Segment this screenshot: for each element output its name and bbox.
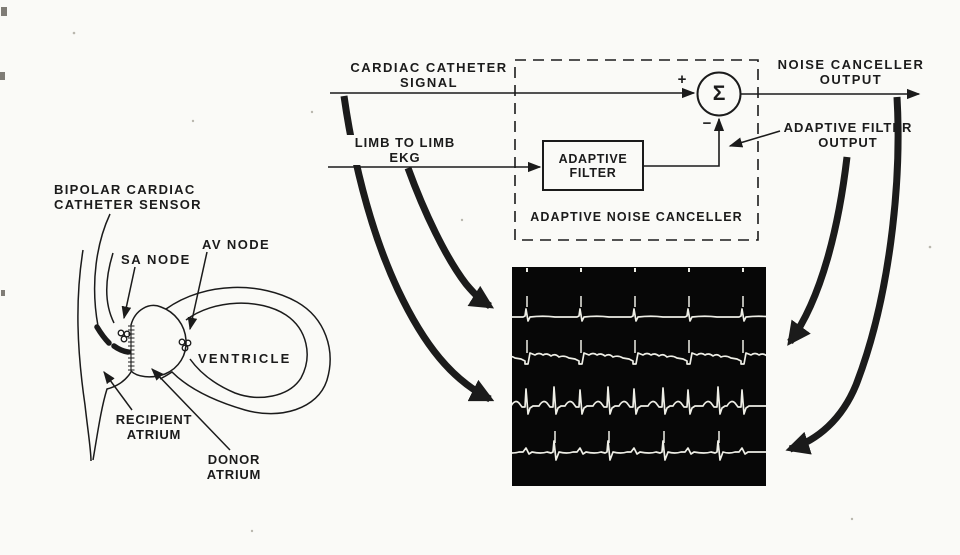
summer-minus-sign: − [702, 115, 712, 132]
summing-junction-circle [696, 71, 742, 117]
sa-node-leader-arrow [121, 266, 136, 320]
noise-canceller-output-label: NOISE CANCELLER OUTPUT [777, 57, 925, 87]
arrow-ekg-to-trace1 [404, 166, 495, 309]
oscilloscope [512, 267, 766, 486]
av-node-leader-arrow [187, 251, 208, 331]
adaptive-filter-output-label: ADAPTIVE FILTER OUTPUT [783, 120, 913, 150]
catheter-lead-line [93, 213, 111, 327]
atrium-lower-vessel-line [92, 371, 132, 461]
suture-line [128, 324, 135, 372]
arrow-canceller-output-to-trace4 [785, 96, 902, 455]
recipient-atrium-label: RECIPIENT ATRIUM [115, 412, 193, 442]
donor-atrium-label: DONOR ATRIUM [206, 452, 262, 482]
anc-enclosure-box [514, 59, 759, 241]
filter-output-pointer-arrow [728, 130, 781, 148]
recipient-atrium-leader-arrow [103, 370, 133, 411]
limb-to-limb-ekg-label: LIMB TO LIMB EKG [346, 135, 464, 165]
cardiac-catheter-signal-label: CARDIAC CATHETER SIGNAL [350, 60, 508, 90]
bipolar-catheter-sensor-label: BIPOLAR CARDIAC CATHETER SENSOR [54, 182, 202, 212]
signal-routing-arrows [340, 95, 902, 455]
summer-plus-sign: + [677, 71, 687, 88]
donor-atrium-leader-arrow [151, 368, 231, 451]
scan-specks [0, 7, 932, 533]
ventricle-outer-outline [159, 286, 331, 415]
ventricle-inner-outline [185, 302, 308, 399]
arrow-filter-output-to-trace2 [787, 156, 851, 346]
av-node-label: AV NODE [202, 237, 271, 252]
heart-diagram [77, 213, 331, 462]
ventricle-label: VENTRICLE [198, 351, 292, 366]
donor-atrium-outline [130, 304, 187, 378]
adaptive-filter-box [542, 140, 644, 191]
av-node-icon [178, 338, 192, 352]
vena-cava-inner-line [106, 252, 115, 324]
sa-node-icon [117, 329, 131, 343]
sa-node-label: SA NODE [121, 252, 191, 267]
filter-feedback-line [643, 117, 725, 167]
adaptive-filter-block-label: ADAPTIVE FILTER [558, 151, 628, 180]
catheter-tip-bold-stroke [94, 324, 131, 355]
scope-traces [512, 268, 766, 461]
sigma-summer-symbol: Σ [712, 82, 726, 105]
adaptive-noise-canceller-label: ADAPTIVE NOISE CANCELLER [530, 210, 743, 224]
block-diagram [328, 59, 921, 241]
vena-cava-outer-line [77, 249, 92, 462]
